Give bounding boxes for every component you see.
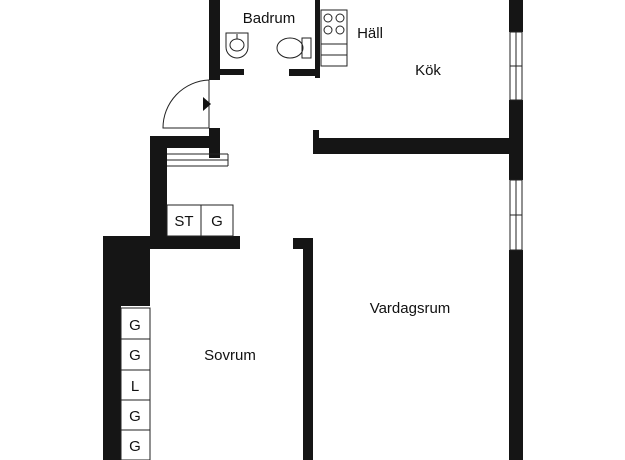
stove-icon xyxy=(320,9,348,67)
wall-east-lower xyxy=(509,250,523,460)
door-swing-icon xyxy=(162,79,210,129)
closet-label: G xyxy=(129,438,141,455)
wall-hall-south xyxy=(150,236,240,249)
room-label-vardagsrum: Vardagsrum xyxy=(370,300,451,317)
closet-label: L xyxy=(131,378,139,395)
toilet-icon xyxy=(276,37,312,59)
wall-divider-vertical xyxy=(303,238,313,460)
hall-closets: ST G xyxy=(166,204,234,237)
closet-label: G xyxy=(129,347,141,364)
bedroom-closets: G G L G G xyxy=(120,307,151,460)
wall-bathroom-bottom-left xyxy=(220,69,244,75)
room-label-badrum: Badrum xyxy=(243,10,296,27)
room-label-kok: Kök xyxy=(415,62,441,79)
entrance-door xyxy=(162,79,211,129)
window-icon xyxy=(509,179,523,251)
hall-shelf xyxy=(167,153,229,167)
wall-kitchen-south-long xyxy=(313,138,523,154)
wall-bedroom-west-lower xyxy=(103,236,121,460)
room-label-hall: Häll xyxy=(357,25,383,42)
closet-label: G xyxy=(129,408,141,425)
closet-label: ST xyxy=(174,213,193,230)
closet-label: G xyxy=(129,317,141,334)
closet-label: G xyxy=(211,213,223,230)
entrance-arrow-icon xyxy=(203,97,211,111)
room-label-sovrum: Sovrum xyxy=(204,347,256,364)
wall-bathroom-bottom-right xyxy=(289,69,317,76)
windows xyxy=(509,31,523,251)
walls xyxy=(103,0,523,460)
wall-bathroom-hall-divider xyxy=(315,0,320,78)
window-icon xyxy=(509,31,523,101)
wall-hall-west xyxy=(150,136,167,236)
wall-bathroom-west xyxy=(209,0,220,80)
wall-hall-north xyxy=(150,136,220,148)
wall-top-right-stub xyxy=(509,0,523,32)
sink-icon xyxy=(225,32,249,59)
